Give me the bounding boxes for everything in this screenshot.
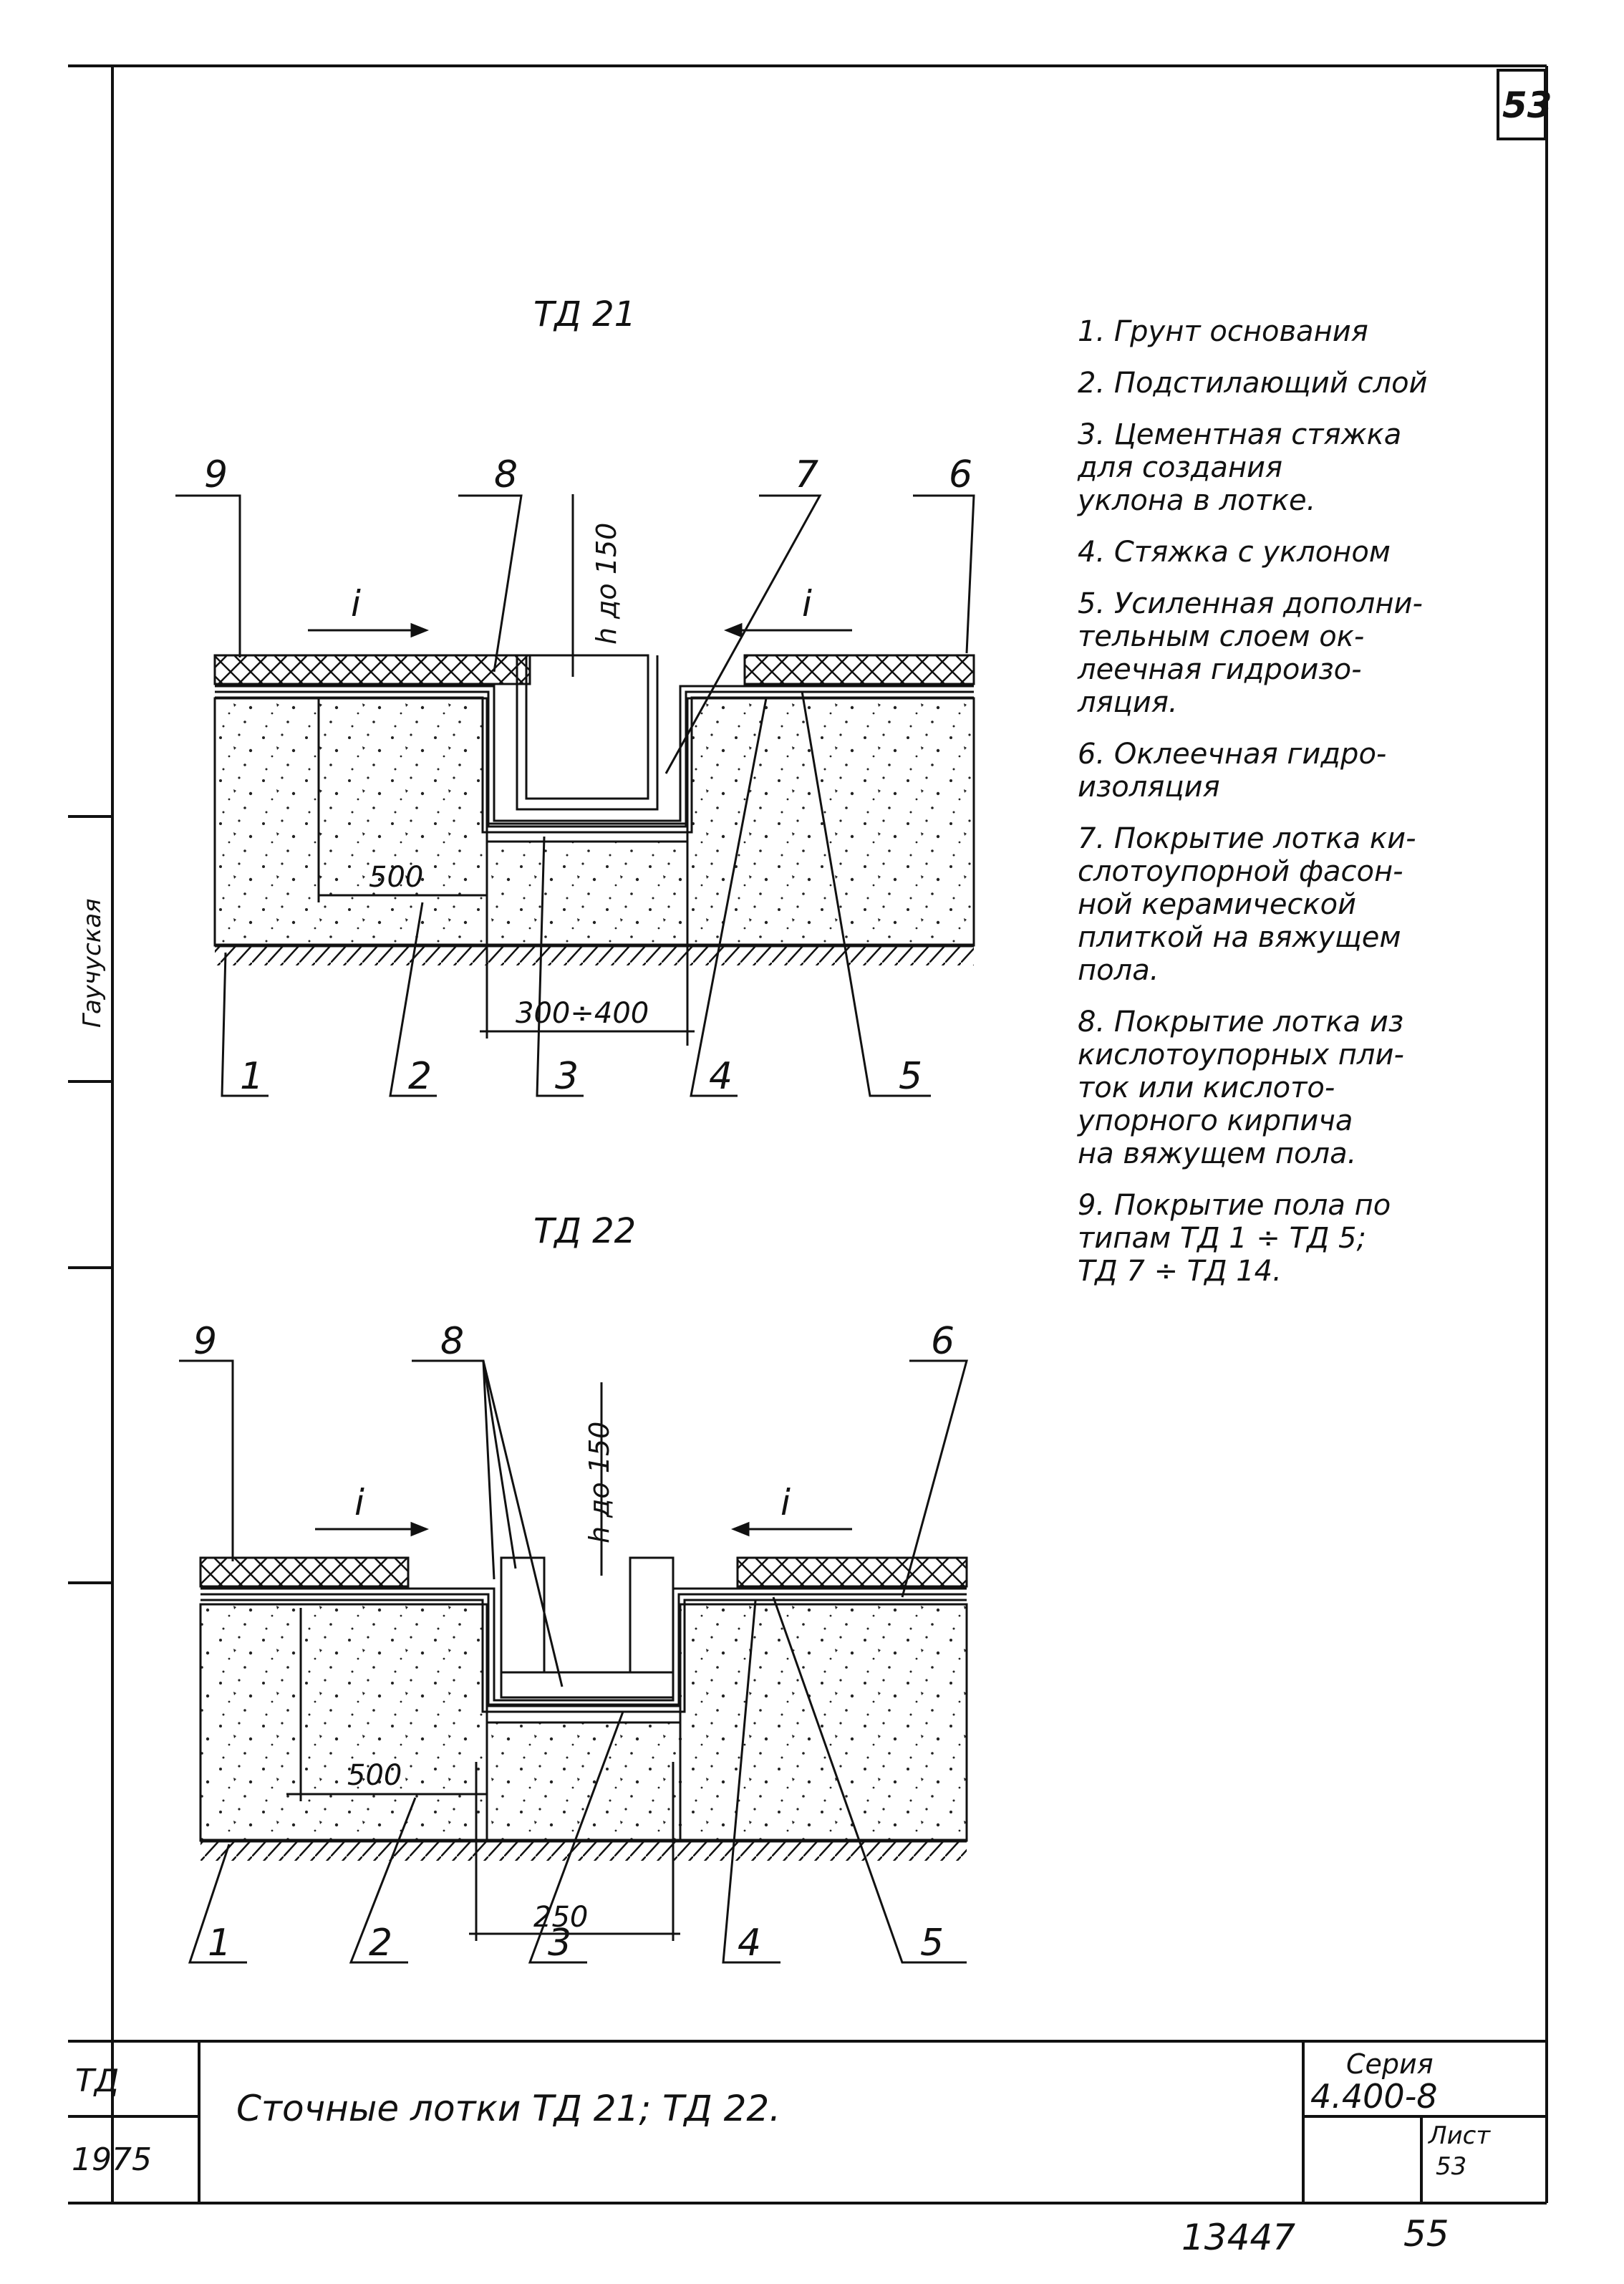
td21-slope-left: i (351, 583, 361, 625)
td21-dim-channel: 300÷400 (516, 997, 649, 1030)
td22-callout-8: 8 (440, 1320, 464, 1363)
legend-item: 8. Покрытие лотка из кислотоупорных пли-… (1078, 1006, 1404, 1170)
td21-callout-5: 5 (899, 1055, 922, 1098)
td21-slope-right: i (802, 583, 812, 625)
td22-title: ТД 22 (533, 1211, 636, 1251)
legend-item: 4. Стяжка с уклоном (1078, 536, 1391, 569)
td22-callout-2: 2 (369, 1922, 392, 1965)
title-block-code: ТД (75, 2063, 120, 2099)
sheet-frame (68, 64, 1548, 2205)
td22-dim-channel: 250 (533, 1901, 588, 1934)
td22-callout-1: 1 (208, 1922, 231, 1965)
legend-item: 1. Грунт основания (1078, 315, 1368, 348)
series-value: 4.400-8 (1310, 2077, 1438, 2116)
floor-finish-right-2 (736, 1556, 968, 1588)
td22-callout-5: 5 (920, 1922, 944, 1965)
td21-callout-9: 9 (204, 453, 228, 496)
floor-finish-left (213, 654, 531, 685)
legend-list: 1. Грунт основания 2. Подстилающий слой … (1078, 315, 1593, 1306)
section-td21 (175, 494, 975, 1097)
td21-callout-8: 8 (494, 453, 518, 496)
sheet-label: Лист (1429, 2121, 1491, 2150)
td21-title: ТД 21 (533, 294, 636, 334)
td21-callout-1: 1 (240, 1055, 264, 1098)
legend-item: 6. Оклеечная гидро- изоляция (1078, 738, 1387, 804)
ground-hatch-2 (200, 1841, 967, 1861)
td21-callout-4: 4 (709, 1055, 733, 1098)
td21-callout-3: 3 (555, 1055, 579, 1098)
series-label: Серия (1346, 2048, 1434, 2080)
page-number: 55 (1403, 2213, 1449, 2255)
base-slab-mid (485, 840, 689, 947)
legend-item: 9. Покрытие пола по типам ТД 1 ÷ ТД 5; Т… (1078, 1189, 1391, 1288)
base-slab-right-2 (679, 1603, 968, 1842)
td21-callout-7: 7 (795, 453, 818, 496)
section-td22 (179, 1359, 968, 1964)
inventory-number: 13447 (1181, 2217, 1296, 2258)
base-slab-right (686, 697, 975, 947)
cement-screed-2 (485, 1703, 682, 1724)
td22-callout-6: 6 (931, 1320, 954, 1363)
title-block-title: Сточные лотки ТД 21; ТД 22. (236, 2088, 781, 2129)
td22-slope-right: i (780, 1482, 791, 1523)
td22-callout-3: 3 (548, 1922, 571, 1965)
corner-sheet-number: 53 (1502, 85, 1552, 126)
td22-dim-depth: h до 150 (584, 1422, 615, 1543)
td21-dim-depth: h до 150 (591, 523, 622, 645)
td21-dim-500: 500 (369, 861, 423, 894)
side-label: Гаучуская (78, 898, 107, 1028)
floor-finish-left-2 (199, 1556, 410, 1588)
ground-hatch (215, 945, 974, 965)
td21-callout-2: 2 (408, 1055, 432, 1098)
td22-dim-500: 500 (347, 1759, 402, 1792)
legend-item: 7. Покрытие лотка ки- слотоупорной фасон… (1078, 822, 1416, 987)
base-slab-left-2 (199, 1603, 488, 1842)
sheet-value: 53 (1436, 2152, 1467, 2181)
td22-callout-9: 9 (193, 1320, 217, 1363)
td22-slope-left: i (354, 1482, 364, 1523)
legend-item: 2. Подстилающий слой (1078, 367, 1428, 400)
td22-callout-4: 4 (738, 1922, 761, 1965)
legend-item: 5. Усиленная дополни- тельным слоем ок- … (1078, 587, 1423, 719)
base-slab-left (213, 697, 488, 947)
legend-item: 3. Цементная стяжка для создания уклона … (1078, 418, 1402, 517)
td21-callout-6: 6 (949, 453, 972, 496)
title-block-year: 1975 (72, 2141, 152, 2178)
base-slab-mid-2 (485, 1721, 682, 1842)
floor-finish-right (743, 654, 975, 685)
